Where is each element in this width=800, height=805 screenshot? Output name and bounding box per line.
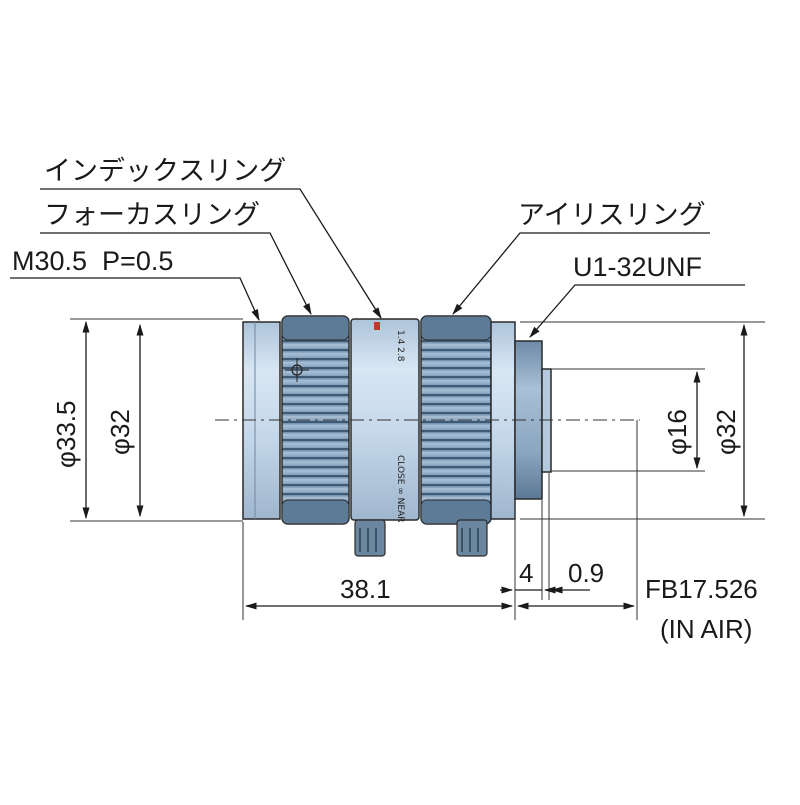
iris-ring-label: アイリスリング [518, 200, 706, 230]
flange-length-dim: 4 [519, 558, 533, 588]
outer-diameter-dim: φ33.5 [51, 401, 81, 468]
flange-back-dim: FB17.526 [645, 574, 758, 604]
front-diameter-dim: φ32 [105, 409, 135, 455]
rear-small-diameter-dim: φ16 [662, 409, 692, 455]
iris-lock-screw [456, 519, 488, 557]
leader-lines [10, 188, 745, 338]
focus-ring-label: フォーカスリング [44, 200, 260, 230]
flange-back-note: (IN AIR) [660, 614, 752, 644]
back-gap-dim: 0.9 [568, 558, 604, 588]
focus-lock-screw [354, 519, 386, 557]
rear-large-diameter-dim: φ32 [711, 409, 741, 455]
extension-lines [70, 318, 765, 620]
dimension-lines [82, 320, 748, 610]
focus-scale-text: CLOSE ∞ NEAR [395, 455, 405, 523]
lens-drawing: 1.4 2.8 CLOSE ∞ NEAR [242, 315, 552, 557]
rear-thread-label: U1-32UNF [573, 252, 702, 282]
mount-thread-label: M30.5 P=0.5 [12, 246, 173, 276]
index-ring-label: インデックスリング [44, 156, 286, 186]
aperture-scale-text: 1.4 2.8 [395, 330, 405, 362]
body-length-dim: 38.1 [340, 574, 391, 604]
crosshair-screw-icon [285, 358, 309, 382]
